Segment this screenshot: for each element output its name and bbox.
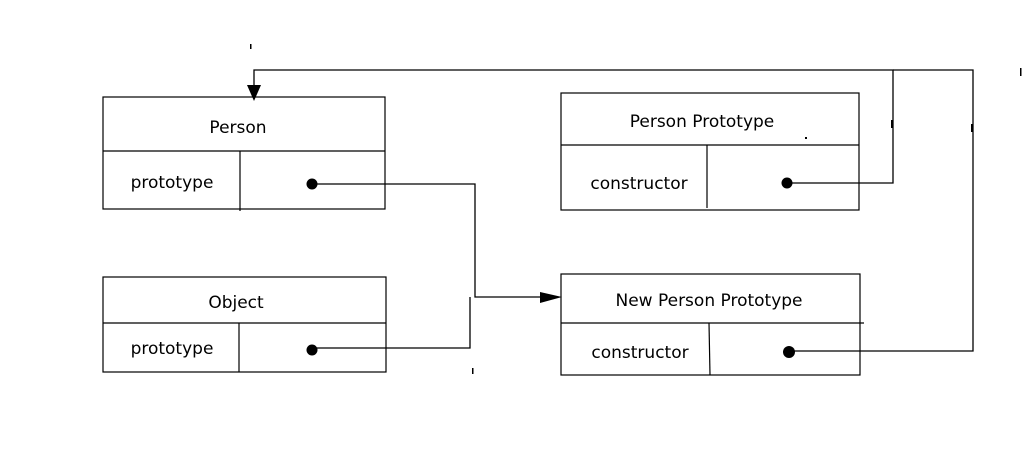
new-person-prototype-constructor-link: [789, 69, 974, 352]
new-person-prototype-box-title: New Person Prototype: [615, 291, 802, 311]
person-box-outline: [102, 96, 386, 210]
stray-mark: [891, 120, 893, 128]
new-person-prototype-arrowhead: [540, 292, 562, 303]
person-box-title: Person: [209, 118, 266, 138]
person-prototype-box-outline: [560, 92, 860, 211]
stray-mark: [805, 137, 807, 139]
person-prototype-box-title: Person Prototype: [630, 112, 775, 132]
object-box-title: Object: [208, 293, 264, 313]
person-box-field-label: prototype: [131, 173, 214, 193]
object-box: Object prototype: [102, 276, 387, 373]
new-person-prototype-constructor-pointer-dot: [783, 346, 795, 358]
stray-mark: [1020, 68, 1022, 76]
new-person-prototype-box-field-divider: [708, 322, 711, 376]
person-box: Person prototype: [102, 96, 386, 211]
person-prototype-box: Person Prototype constructor: [560, 92, 860, 211]
object-box-field-label: prototype: [131, 339, 214, 359]
stray-mark: [971, 124, 973, 132]
stray-mark: [250, 44, 252, 49]
object-box-outline: [102, 276, 387, 373]
new-person-prototype-box: New Person Prototype constructor: [560, 273, 864, 376]
new-person-prototype-box-field-label: constructor: [591, 343, 688, 363]
stray-mark: [472, 368, 474, 374]
new-person-prototype-box-outline: [560, 273, 861, 376]
person-prototype-link: [312, 183, 545, 298]
person-prototype-box-field-label: constructor: [590, 174, 687, 194]
object-prototype-pointer-dot: [306, 344, 318, 356]
object-prototype-link: [312, 297, 471, 349]
person-box-arrowhead: [247, 85, 261, 101]
